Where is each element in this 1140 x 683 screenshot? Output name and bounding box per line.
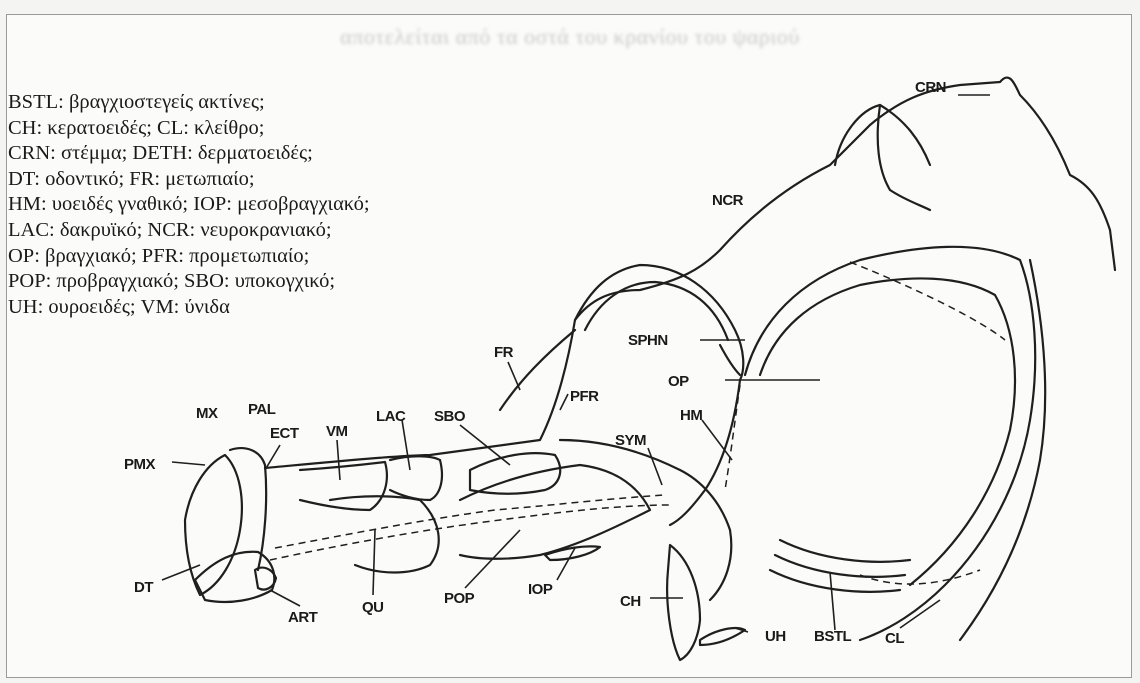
ceratohyal xyxy=(667,545,700,660)
suborbital xyxy=(470,453,560,494)
label-sbo: SBO xyxy=(434,408,466,425)
label-art: ART xyxy=(288,609,318,626)
hyomandibular xyxy=(670,380,740,525)
hidden-line-3 xyxy=(850,262,1005,340)
label-fr: FR xyxy=(494,344,514,361)
leader-dt xyxy=(162,565,200,580)
suspensorium xyxy=(560,440,731,600)
leader-bstl xyxy=(830,572,835,630)
leader-pfr xyxy=(560,394,568,410)
crown-inner xyxy=(878,105,930,210)
lacrimal xyxy=(390,456,442,500)
leader-qu xyxy=(373,530,375,595)
label-pmx: PMX xyxy=(124,456,156,473)
hidden-line-5 xyxy=(725,385,740,490)
leader-iop xyxy=(557,548,575,580)
branchiostegal-rays xyxy=(770,540,910,592)
label-ch: CH xyxy=(620,593,641,610)
label-pop: POP xyxy=(444,590,475,607)
leader-sym xyxy=(648,448,662,485)
sphenotic xyxy=(720,345,740,375)
label-crn: CRN xyxy=(915,79,946,96)
leader-pmx xyxy=(172,462,205,465)
label-sym: SYM xyxy=(615,432,646,449)
premaxilla xyxy=(185,455,242,595)
label-bstl: BSTL xyxy=(814,628,852,645)
leader-lac xyxy=(402,420,410,470)
label-uh: UH xyxy=(765,628,786,645)
label-ncr: NCR xyxy=(712,192,744,209)
operculum-inner xyxy=(760,278,1015,585)
hidden-line-2 xyxy=(275,495,665,548)
label-dt: DT xyxy=(134,579,153,596)
label-mx: MX xyxy=(196,405,218,422)
leader-fr xyxy=(508,362,520,390)
urohyal xyxy=(700,628,745,645)
label-hm: HM xyxy=(680,407,702,424)
label-lac: LAC xyxy=(376,408,406,425)
label-qu: QU xyxy=(362,599,384,616)
label-sphn: SPHN xyxy=(628,332,668,349)
dentary xyxy=(195,552,274,602)
preoperculum xyxy=(460,465,650,559)
label-vm: VM xyxy=(326,423,348,440)
label-pal: PAL xyxy=(248,401,276,418)
leader-cl xyxy=(900,600,940,628)
operculum xyxy=(745,247,1035,640)
label-op: OP xyxy=(668,373,689,390)
label-ect: ECT xyxy=(270,425,299,442)
label-iop: IOP xyxy=(528,581,553,598)
vomer xyxy=(300,462,387,510)
label-pfr: PFR xyxy=(570,388,599,405)
label-cl: CL xyxy=(885,630,904,647)
leader-art xyxy=(270,590,300,606)
leader-vm xyxy=(337,440,340,480)
